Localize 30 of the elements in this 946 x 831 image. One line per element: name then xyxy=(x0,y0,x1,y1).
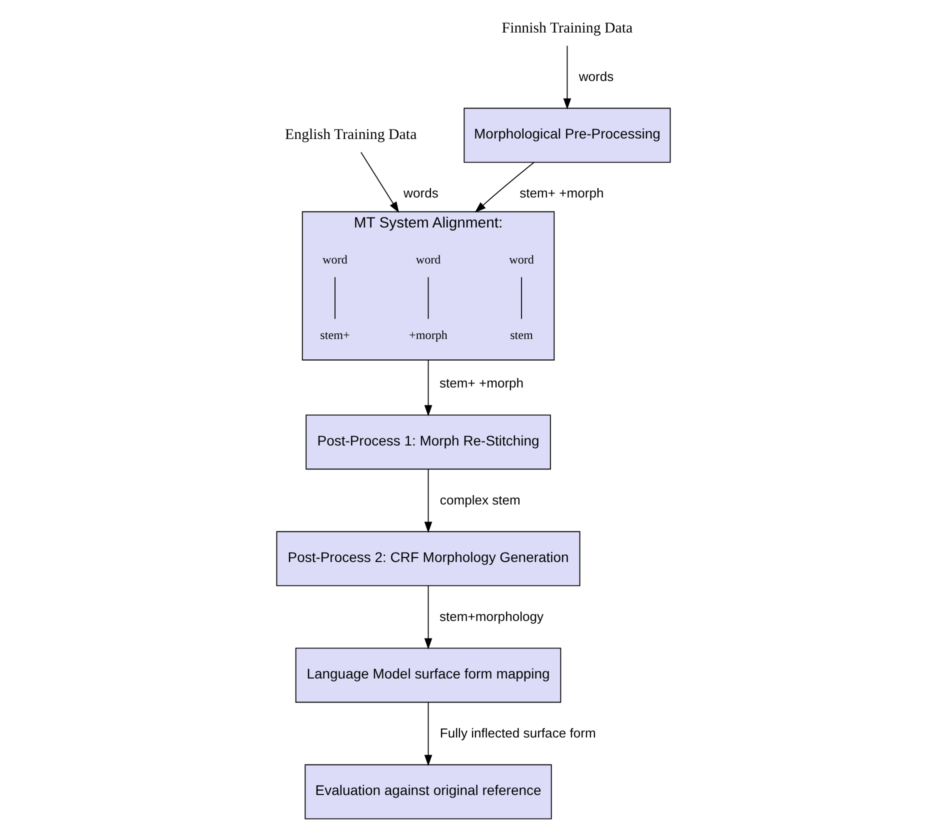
node-box: Evaluation against original reference xyxy=(304,764,552,820)
node-box: Language Model surface form mapping xyxy=(294,648,561,703)
arrow xyxy=(360,152,399,213)
node-box: Morphological Pre-Processing xyxy=(463,108,670,163)
edge-label: stem+ +morph xyxy=(438,376,524,391)
arrow xyxy=(424,468,432,533)
node-text: word xyxy=(508,252,534,266)
node-text: word xyxy=(415,252,440,266)
node-box: Post-Process 1: Morph Re-Stitching xyxy=(305,414,550,470)
arrow xyxy=(562,45,571,110)
edge-label: Fully inflected surface form xyxy=(439,725,596,740)
edge-label: stem+morphology xyxy=(438,608,544,624)
node-text: stem xyxy=(510,328,532,342)
connector xyxy=(427,276,428,320)
arrow xyxy=(474,162,534,213)
edge-label: complex stem xyxy=(439,492,520,508)
arrow xyxy=(424,702,432,766)
edge-label: stem+ +morph xyxy=(519,185,604,200)
node-box: Post-Process 2: CRF Morphology Generation xyxy=(276,531,580,586)
edge-label: words xyxy=(403,185,438,200)
node-text: English Training Data xyxy=(284,126,416,143)
connector xyxy=(520,276,522,320)
node-text: Finnish Training Data xyxy=(501,20,632,36)
edge-label: words xyxy=(578,68,614,84)
arrow xyxy=(424,585,432,650)
connector xyxy=(334,276,335,320)
node-text: stem+ xyxy=(320,328,350,342)
node-text: word xyxy=(322,252,347,266)
arrow xyxy=(424,360,432,416)
node-text: +morph xyxy=(408,328,447,342)
